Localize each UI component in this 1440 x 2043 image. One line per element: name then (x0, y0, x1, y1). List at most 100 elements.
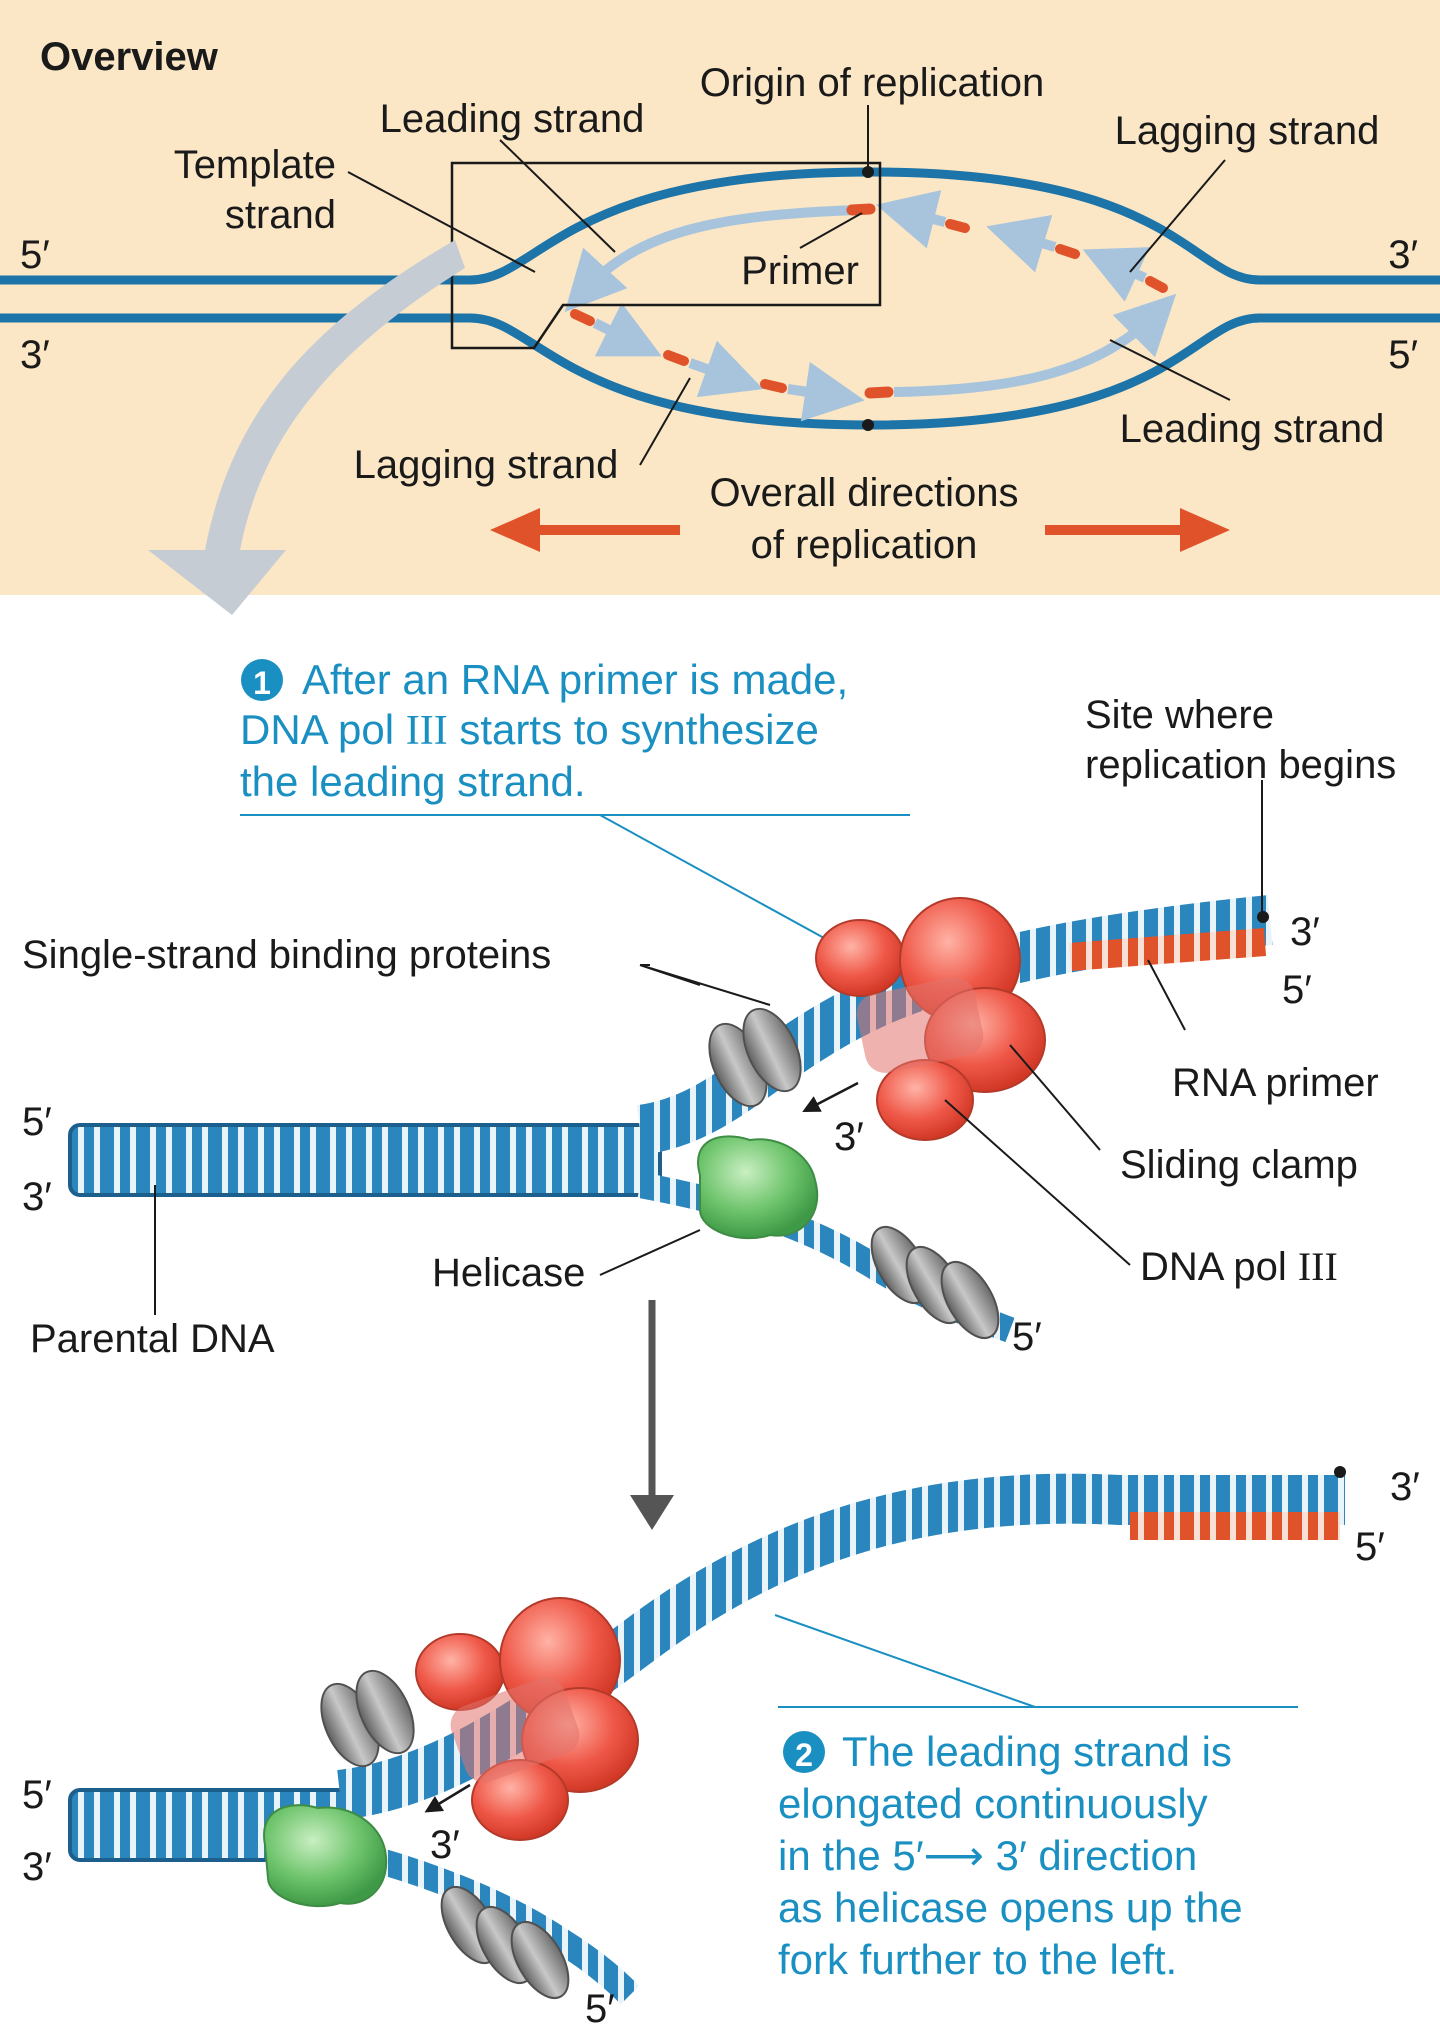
ssb-upper-1 (708, 1007, 802, 1108)
step1-line1: After an RNA primer is made, (302, 656, 848, 703)
leader-rna-primer (1147, 959, 1186, 1031)
end-3-new-1: 3′ (834, 1115, 864, 1159)
ssb-lower-1 (870, 1226, 1000, 1339)
end-top-right: 3′ (1388, 233, 1418, 277)
primer-frag-bottom-3 (760, 379, 787, 393)
lagging-fragment-bottom-3 (787, 361, 865, 422)
label-site-2: replication begins (1085, 743, 1396, 787)
end-3-left-1: 3′ (22, 1175, 52, 1219)
end-5-left-2: 5′ (22, 1773, 52, 1817)
leader-lagging-bottom (639, 377, 691, 466)
label-lagging-top: Lagging strand (1115, 109, 1380, 153)
label-parental: Parental DNA (30, 1317, 275, 1361)
leader-sliding-clamp (1009, 1044, 1101, 1151)
rna-primer-1 (1068, 928, 1267, 971)
step2-line3: in the 5′⟶ 3′ direction (778, 1832, 1197, 1879)
overview-title: Overview (40, 35, 219, 79)
label-helicase: Helicase (432, 1251, 585, 1295)
step1-number: 1 (253, 665, 271, 701)
lagging-fragment-top-2 (986, 214, 1057, 273)
step1-badge (241, 659, 283, 701)
primer-frag-top-1 (945, 219, 970, 233)
step2-pointer (774, 1614, 1036, 1708)
ssb-upper-2 (320, 1669, 415, 1768)
label-rna-primer: RNA primer (1172, 1061, 1379, 1105)
origin-dot-bottom (862, 419, 874, 431)
step2-line4: as helicase opens up the (778, 1884, 1243, 1931)
end-bottom-left: 3′ (20, 333, 50, 377)
primer-top (846, 203, 876, 216)
primer-frag-top-2 (1055, 244, 1080, 259)
lagging-fragment-top-1 (875, 190, 947, 249)
label-template-2: strand (225, 193, 336, 237)
step2-line1: The leading strand is (842, 1728, 1232, 1775)
end-3-new-2: 3′ (430, 1823, 460, 1867)
label-site-1: Site where (1085, 693, 1274, 737)
new-strand-arrow-2 (424, 1783, 471, 1813)
label-primer: Primer (741, 249, 859, 293)
primer-bottom (864, 386, 894, 399)
label-leading-bottom: Leading strand (1120, 407, 1385, 451)
leader-lagging-top (1129, 159, 1226, 273)
dna-pol-iii-1 (815, 897, 1046, 1141)
step1-line3: the leading strand. (240, 758, 586, 805)
end-top-left: 5′ (20, 233, 50, 277)
label-template-1: Template (174, 143, 336, 187)
transition-arrow (630, 1300, 674, 1530)
end-bottom-right: 5′ (1388, 333, 1418, 377)
ssb-lower-2 (440, 1886, 570, 1999)
primer-frag-bottom-1 (570, 309, 595, 326)
step2-line5: fork further to the left. (778, 1936, 1177, 1983)
leader-ssb (639, 964, 771, 1006)
helicase-1 (697, 1135, 819, 1240)
end-3-topright-2: 3′ (1390, 1465, 1420, 1509)
step1-pointer (599, 814, 856, 956)
end-5-left-1: 5′ (22, 1100, 52, 1144)
leader-leading-top (499, 139, 616, 253)
leader-leading-bottom (1109, 339, 1231, 401)
leading-strand-bottom-arrow (893, 293, 1177, 397)
label-lagging-bottom: Lagging strand (354, 443, 619, 487)
label-directions-2: of replication (751, 523, 978, 567)
label-leading-top: Leading strand (380, 97, 645, 141)
direction-arrow-left (490, 508, 680, 552)
label-origin: Origin of replication (700, 61, 1045, 105)
step1-caption: 1 After an RNA primer is made, DNA pol I… (240, 656, 910, 956)
leader-pol (944, 1099, 1131, 1266)
primer-frag-bottom-2 (663, 350, 689, 366)
end-5-bottom-2: 5′ (585, 1987, 615, 2031)
zoom-arrow (148, 240, 465, 615)
end-3-left-2: 3′ (22, 1845, 52, 1889)
step2-line2: elongated continuously (778, 1780, 1208, 1827)
zoom-box (450, 161, 882, 350)
step1-line2: DNA pol III starts to synthesize (240, 706, 819, 754)
leading-template-2 (336, 1473, 1345, 1820)
panel1: Site where replication begins Single-str… (22, 693, 1396, 1361)
direction-arrow-right (1045, 508, 1230, 552)
end-3-topright-1: 3′ (1290, 910, 1320, 954)
helicase-2 (263, 1804, 388, 1908)
leader-template (347, 171, 536, 273)
step2-number: 2 (795, 1737, 813, 1773)
lagging-fragment-bottom-2 (688, 340, 764, 398)
leader-helicase (599, 1229, 701, 1276)
leading-strand-top-arrow (564, 205, 859, 313)
dna-pol-iii-2 (415, 1597, 639, 1841)
replication-site-dot-2 (1334, 1466, 1346, 1478)
end-5-bottom-1: 5′ (1012, 1315, 1042, 1359)
end-5-topright-1: 5′ (1282, 968, 1312, 1012)
panel2: 3′ 5′ 5′ 3′ 3′ 5′ (22, 1465, 1420, 2031)
new-strand-arrow-1 (802, 1081, 859, 1113)
step2-badge (783, 1731, 825, 1773)
label-sliding-clamp: Sliding clamp (1120, 1143, 1358, 1187)
label-pol-1: DNA pol III (1140, 1244, 1338, 1289)
leader-primer (799, 212, 863, 249)
end-5-topright-2: 5′ (1355, 1525, 1385, 1569)
label-directions-1: Overall directions (709, 471, 1018, 515)
primer-frag-top-3 (1145, 276, 1168, 293)
label-ssb: Single-strand binding proteins (22, 933, 551, 977)
step2-caption: 2 The leading strand is elongated contin… (774, 1614, 1298, 1983)
parental-dna-1 (68, 1123, 662, 1197)
lagging-fragment-bottom-1 (592, 302, 662, 357)
